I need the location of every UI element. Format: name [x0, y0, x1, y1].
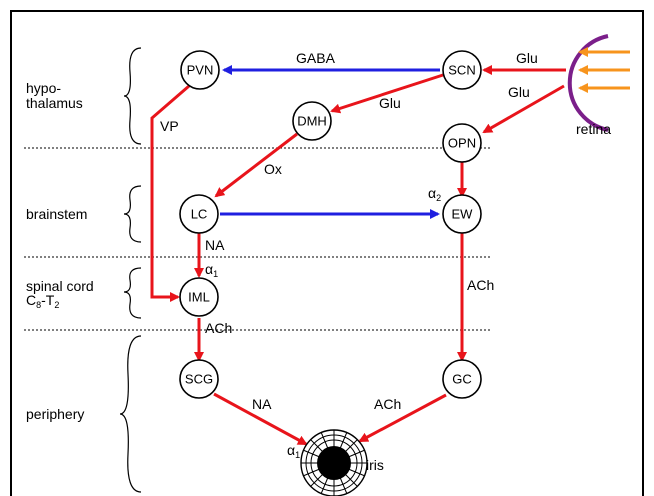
label-retina: retina — [576, 121, 611, 137]
node-gc: GC — [442, 359, 482, 399]
brace-hypothalamus — [123, 47, 142, 145]
node-ew-label: EW — [452, 207, 474, 222]
edge-dmh-lc — [214, 132, 298, 198]
label-glu-opn: Glu — [508, 84, 530, 100]
node-lc: LC — [179, 194, 219, 234]
node-iml: IML — [179, 277, 219, 317]
node-iml-label: IML — [188, 290, 210, 305]
node-scn-label: SCN — [448, 63, 475, 78]
brace-spinal-cord — [123, 267, 142, 319]
region-periphery: periphery — [26, 406, 84, 422]
edge-scg-iris — [213, 392, 308, 446]
iris-graphic — [300, 429, 368, 496]
label-glu-scn: Glu — [516, 50, 538, 66]
pupil — [317, 446, 351, 480]
region-spinal-cord-line2: C8-T2 — [26, 292, 59, 310]
brace-brainstem — [123, 185, 142, 243]
retina-arc — [567, 34, 609, 132]
node-dmh: DMH — [292, 101, 332, 141]
region-spinal-cord-line1: spinal cord — [26, 278, 94, 294]
node-pvn-label: PVN — [187, 63, 214, 78]
node-scg: SCG — [179, 359, 219, 399]
region-hypothalamus-line2: thalamus — [26, 95, 83, 111]
node-pvn: PVN — [180, 50, 220, 90]
label-vp: VP — [160, 118, 179, 134]
label-na-lc: NA — [205, 237, 225, 253]
label-glu-dmh: Glu — [379, 95, 401, 111]
edge-gc-iris — [358, 393, 447, 443]
edge-retina-opn — [482, 84, 565, 134]
edge-pvn-iml — [150, 84, 190, 302]
node-ew: EW — [442, 194, 482, 234]
label-iris: iris — [366, 457, 384, 473]
node-scn: SCN — [442, 50, 482, 90]
node-lc-label: LC — [191, 207, 208, 222]
node-opn: OPN — [442, 123, 482, 163]
receptor-alpha2-ew: α2 — [428, 185, 441, 203]
label-ox: Ox — [264, 161, 282, 177]
receptor-alpha1-iris: α1 — [287, 442, 300, 460]
node-opn-label: OPN — [448, 136, 476, 151]
label-gaba: GABA — [296, 50, 336, 66]
region-brainstem: brainstem — [26, 206, 87, 222]
node-dmh-label: DMH — [297, 114, 327, 129]
label-ach-iml: ACh — [205, 320, 232, 336]
label-ach-ew: ACh — [467, 277, 494, 293]
label-ach-gc: ACh — [374, 396, 401, 412]
region-hypothalamus-line1: hypo- — [26, 80, 61, 96]
node-scg-label: SCG — [185, 372, 213, 387]
label-na-scg: NA — [252, 396, 272, 412]
diagram-frame — [10, 10, 644, 496]
edge-scn-dmh — [330, 73, 444, 114]
receptor-alpha1-iml: α1 — [205, 261, 218, 279]
brace-periphery — [119, 335, 142, 493]
node-gc-label: GC — [452, 372, 472, 387]
